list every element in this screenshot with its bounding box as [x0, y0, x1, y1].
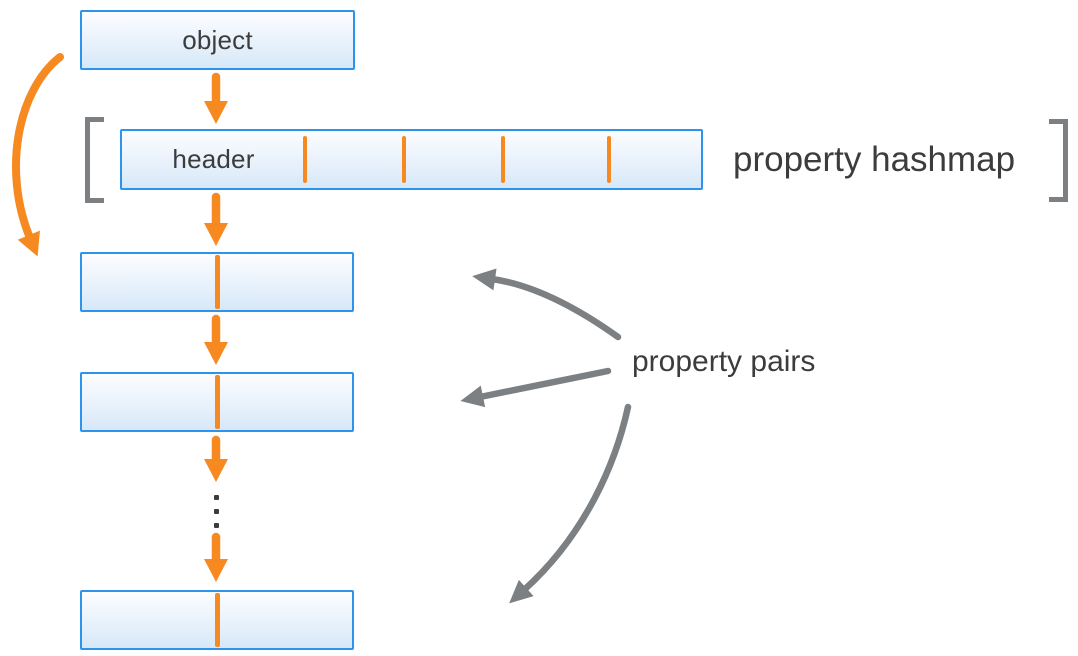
hashmap-caption: property hashmap — [733, 139, 1016, 179]
vertical-ellipsis-icon — [214, 495, 219, 528]
hashmap-divider — [402, 136, 406, 183]
property-pair-box — [80, 252, 354, 312]
pairs-caption: property pairs — [632, 345, 816, 378]
property-hashmap-box: header — [120, 129, 703, 190]
hashmap-divider — [607, 136, 611, 183]
left-bracket — [85, 117, 104, 203]
property-pair-box — [80, 372, 354, 432]
hashmap-divider — [303, 136, 307, 183]
property-pair-box — [80, 590, 354, 650]
pointer-arrow-bottom-icon — [509, 403, 632, 604]
hashmap-divider — [501, 136, 505, 183]
curved-down-arrow-icon — [12, 53, 64, 257]
object-label: object — [182, 24, 253, 55]
right-bracket — [1049, 119, 1068, 202]
header-label: header — [172, 144, 255, 174]
header-cell: header — [122, 131, 305, 188]
object-box: object — [80, 10, 355, 70]
pointer-arrow-middle-icon — [460, 367, 612, 408]
pair-divider — [214, 375, 220, 429]
pair-divider — [214, 255, 220, 309]
pair-divider — [214, 593, 220, 647]
ellipsis-dot — [214, 495, 219, 500]
pointer-arrow-top-icon — [472, 268, 622, 341]
ellipsis-dot — [214, 509, 219, 514]
ellipsis-dot — [214, 523, 219, 528]
